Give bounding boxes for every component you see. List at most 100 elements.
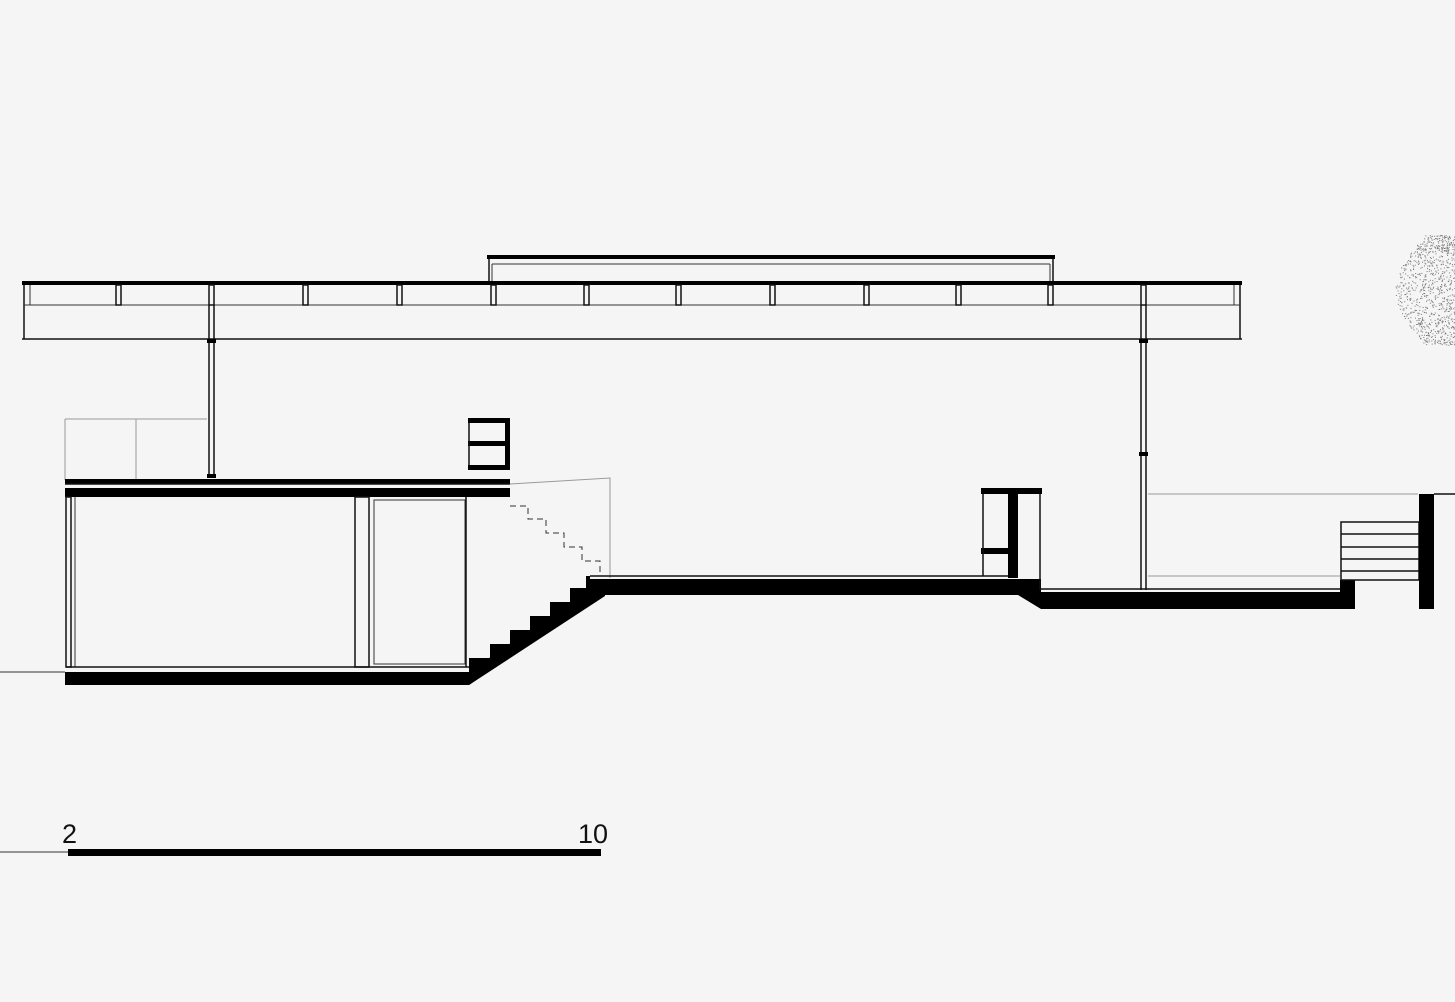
foliage-dot (1420, 257, 1422, 259)
foliage-dot (1420, 253, 1422, 255)
foliage-dot (1441, 322, 1443, 324)
foliage-dot (1430, 312, 1432, 314)
foliage-dot (1446, 308, 1448, 310)
foliage-dot (1413, 325, 1415, 327)
foliage-dot (1420, 324, 1422, 325)
foliage-dot (1437, 288, 1439, 290)
foliage-dot (1420, 337, 1421, 339)
foliage-dot (1415, 287, 1417, 289)
foliage-dot (1449, 315, 1451, 317)
foliage-dot (1404, 264, 1406, 266)
foliage-dot (1418, 261, 1420, 263)
foliage-dot (1427, 254, 1429, 256)
foliage-dot (1443, 340, 1445, 342)
foliage-dot (1447, 326, 1449, 328)
foliage-dot (1408, 286, 1410, 288)
foliage-dot (1436, 238, 1438, 240)
foliage-dot (1410, 321, 1412, 323)
retaining-wall (1419, 494, 1434, 609)
foliage-dot (1421, 266, 1423, 268)
foliage-dot (1438, 248, 1440, 250)
foliage-dot (1447, 249, 1449, 251)
foliage-dot (1441, 304, 1443, 306)
foliage-dot (1434, 278, 1436, 280)
foliage-dot (1419, 291, 1421, 293)
foliage-dot (1439, 260, 1441, 262)
foliage-dot (1426, 325, 1428, 327)
foliage-dot (1437, 247, 1439, 249)
foliage-dot (1430, 288, 1432, 290)
foliage-dot (1418, 246, 1420, 248)
foliage-dot (1431, 263, 1433, 265)
foliage-dot (1435, 245, 1437, 247)
foliage-dot (1442, 260, 1444, 262)
foliage-dot (1453, 296, 1455, 297)
foliage-dot (1416, 324, 1418, 325)
foliage-dot (1421, 320, 1422, 322)
foliage-dot (1443, 298, 1445, 300)
foliage-dot (1432, 272, 1434, 274)
foliage-dot (1421, 272, 1423, 274)
foliage-dot (1447, 241, 1449, 243)
foliage-dot (1423, 279, 1425, 281)
foliage-dot (1453, 327, 1455, 329)
foliage-dot (1416, 332, 1418, 334)
foliage-dot (1427, 332, 1429, 334)
foliage-dot (1437, 322, 1439, 324)
foliage-dot (1405, 287, 1407, 289)
foliage-dot (1433, 262, 1435, 264)
foliage-dot (1420, 329, 1422, 331)
foliage-dot (1435, 295, 1437, 297)
foliage-dot (1424, 334, 1425, 336)
foliage-dot (1428, 324, 1430, 326)
foliage-dot (1450, 308, 1452, 310)
foliage-dot (1427, 265, 1429, 267)
foliage-dot (1431, 340, 1433, 342)
foliage-dot (1430, 273, 1432, 275)
foliage-dot (1435, 238, 1437, 240)
foliage-dot (1431, 336, 1433, 338)
foliage-dot (1408, 287, 1410, 289)
foliage-dot (1441, 235, 1443, 237)
foliage-dot (1430, 319, 1432, 321)
foliage-dot (1409, 321, 1411, 323)
foliage-dot (1441, 249, 1443, 251)
foliage-dot (1446, 249, 1448, 251)
foliage-dot (1440, 268, 1442, 270)
foliage-dot (1443, 291, 1445, 293)
foliage-dot (1441, 321, 1443, 323)
foliage-dot (1438, 278, 1440, 280)
foliage-dot (1448, 267, 1450, 269)
foliage-dot (1433, 246, 1435, 248)
foliage-dot (1414, 305, 1416, 307)
foliage-dot (1450, 287, 1451, 289)
foliage-dot (1448, 279, 1450, 281)
foliage-dot (1418, 318, 1420, 320)
foliage-dot (1428, 327, 1430, 329)
foliage-dot (1437, 331, 1439, 332)
foliage-dot (1449, 262, 1451, 264)
foliage-dot (1426, 243, 1428, 245)
foliage-dot (1418, 255, 1420, 257)
foliage-dot (1453, 319, 1455, 320)
foliage-dot (1398, 293, 1400, 295)
foliage-dot (1432, 256, 1434, 258)
foliage-dot (1448, 246, 1450, 248)
foliage-dot (1436, 332, 1438, 334)
foliage-dot (1430, 291, 1432, 293)
foliage-dot (1438, 342, 1440, 344)
foliage-dot (1413, 329, 1415, 331)
foliage-dot (1443, 267, 1445, 269)
foliage-dot (1407, 275, 1409, 277)
foliage-dot (1419, 323, 1421, 325)
scale-bar: 2 10 (0, 819, 608, 856)
foliage-dot (1437, 259, 1439, 261)
foliage-dot (1440, 318, 1442, 320)
foliage-dot (1424, 339, 1426, 341)
foliage-dot (1417, 248, 1418, 250)
foliage-dot (1423, 326, 1425, 327)
foliage-dot (1445, 285, 1447, 287)
foliage-dot (1434, 296, 1436, 298)
foliage-dot (1423, 248, 1425, 250)
foliage-dot (1444, 318, 1446, 320)
